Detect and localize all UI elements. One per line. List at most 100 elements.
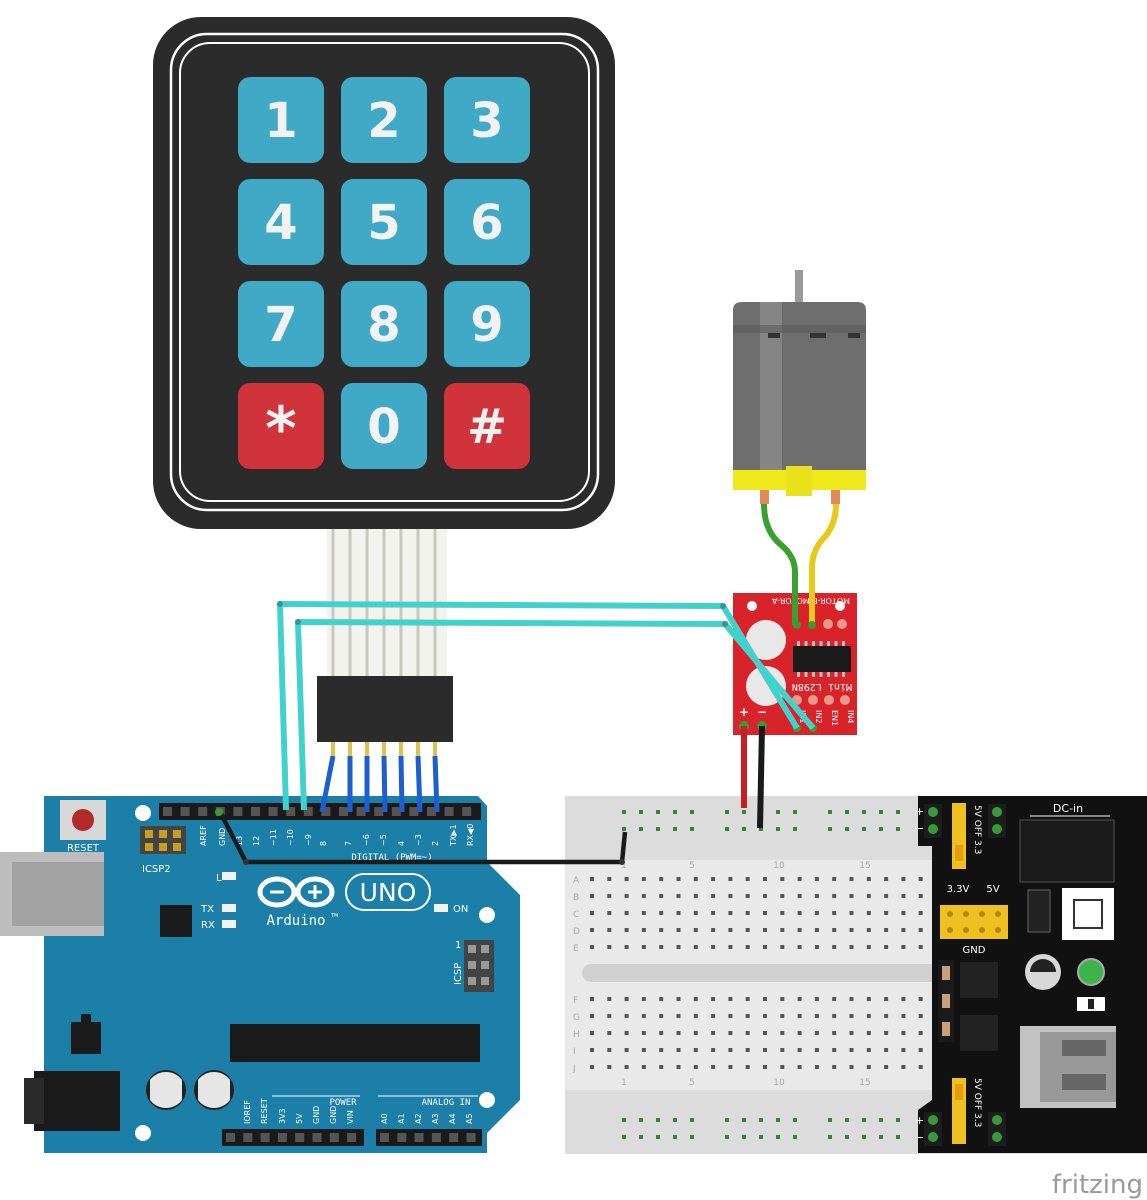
breadboard-hole bbox=[763, 911, 767, 915]
pm-pin bbox=[992, 1132, 1002, 1142]
power-switch[interactable] bbox=[1062, 888, 1114, 940]
breadboard-hole bbox=[797, 1048, 802, 1052]
key-button[interactable] bbox=[341, 77, 427, 163]
reset-button[interactable] bbox=[72, 809, 94, 831]
breadboard-hole bbox=[918, 1065, 923, 1069]
breadboard-hole bbox=[607, 945, 612, 949]
row-label: D bbox=[573, 927, 580, 937]
icsp-pin1-label: 1 bbox=[455, 940, 461, 951]
tx-label: TX bbox=[200, 904, 214, 915]
breadboard-hole bbox=[879, 1118, 883, 1122]
key-button[interactable] bbox=[444, 77, 530, 163]
breadboard-hole bbox=[728, 1014, 733, 1018]
breadboard-hole bbox=[763, 877, 767, 881]
wire-bend bbox=[295, 619, 301, 625]
breadboard-hole bbox=[849, 945, 854, 949]
pm-resistor bbox=[942, 1022, 950, 1036]
l-label: L bbox=[216, 873, 222, 884]
breadboard-hole bbox=[763, 928, 767, 932]
key-button[interactable] bbox=[444, 281, 530, 367]
breadboard-hole bbox=[849, 1065, 854, 1069]
icsp2-pin bbox=[173, 843, 181, 851]
wires bbox=[215, 503, 839, 865]
breadboard-hole bbox=[832, 1031, 837, 1035]
digital-pin-label: 13 bbox=[235, 836, 244, 846]
breadboard-hole bbox=[918, 877, 923, 881]
breadboard-hole bbox=[797, 894, 802, 898]
breadboard-hole bbox=[866, 1014, 871, 1018]
key-button[interactable] bbox=[238, 281, 324, 367]
breadboard-hole bbox=[659, 928, 664, 932]
header-hole bbox=[312, 1133, 322, 1142]
bottom-header-holes bbox=[226, 1133, 476, 1142]
power-module: + − 5V OFF 3.3 DC-in 3.3V 5V GND bbox=[915, 796, 1147, 1153]
usb-out-tongue bbox=[1062, 1074, 1106, 1090]
breadboard-hole bbox=[832, 1014, 837, 1018]
breadboard-hole bbox=[901, 1014, 906, 1018]
logo-ring-left bbox=[257, 876, 297, 908]
regulator-tab bbox=[81, 1014, 91, 1022]
pm-5v-label: 5V bbox=[986, 884, 999, 895]
breadboard-hole bbox=[656, 810, 660, 814]
key-button[interactable] bbox=[238, 383, 324, 469]
key-button[interactable] bbox=[341, 281, 427, 367]
header-hole bbox=[462, 807, 472, 816]
pm-capacitor-mark bbox=[1030, 959, 1056, 972]
breadboard-hole bbox=[607, 1014, 612, 1018]
wire-bend bbox=[243, 859, 249, 865]
breadboard-hole bbox=[624, 877, 629, 881]
breadboard-hole bbox=[622, 810, 626, 814]
breadboard-hole bbox=[728, 997, 733, 1001]
breadboard-hole bbox=[814, 1031, 819, 1035]
output-pin bbox=[947, 927, 953, 933]
breadboard-hole bbox=[607, 911, 612, 915]
key-button[interactable] bbox=[238, 77, 324, 163]
key-button[interactable] bbox=[444, 383, 530, 469]
key-button[interactable] bbox=[238, 179, 324, 265]
breadboard-hole bbox=[624, 1048, 629, 1052]
motor-terminal bbox=[831, 490, 840, 504]
voltage-regulator bbox=[71, 1022, 101, 1054]
breadboard-hole bbox=[728, 1031, 733, 1035]
arduino-brand-label: Arduino bbox=[266, 913, 325, 929]
breadboard-hole bbox=[884, 928, 889, 932]
breadboard-hole bbox=[828, 827, 832, 831]
ic-leg bbox=[804, 641, 808, 646]
pm-resistor bbox=[942, 994, 950, 1008]
header-hole bbox=[295, 1133, 305, 1142]
mount-hole bbox=[135, 1125, 151, 1141]
pm-resistor bbox=[942, 966, 950, 980]
ic-leg bbox=[797, 672, 800, 677]
ribbon-pin bbox=[399, 742, 403, 756]
key-button[interactable] bbox=[444, 179, 530, 265]
breadboard-hole bbox=[814, 997, 819, 1001]
power-switch-button[interactable] bbox=[1073, 899, 1103, 929]
breadboard-hole bbox=[711, 928, 716, 932]
breadboard-hole bbox=[759, 1118, 763, 1122]
breadboard-hole bbox=[693, 1065, 698, 1069]
breadboard-hole bbox=[711, 877, 716, 881]
driver-pin-pad bbox=[808, 695, 818, 705]
jumper-cap[interactable] bbox=[955, 1084, 963, 1100]
header-hole bbox=[163, 807, 172, 816]
header-hole bbox=[356, 807, 366, 816]
uno-badge bbox=[345, 873, 431, 911]
breadboard-hole bbox=[624, 1014, 629, 1018]
key-button[interactable] bbox=[341, 179, 427, 265]
breadboard-hole bbox=[814, 894, 819, 898]
breadboard-hole bbox=[828, 1135, 832, 1139]
header-hole bbox=[226, 1133, 235, 1142]
motor-slot bbox=[768, 333, 780, 338]
breadboard-hole bbox=[918, 1014, 923, 1018]
jumper-cap[interactable] bbox=[955, 845, 963, 861]
breadboard-hole bbox=[639, 810, 643, 814]
key-button[interactable] bbox=[341, 383, 427, 469]
pm-pin bbox=[928, 824, 938, 834]
breadboard-hole bbox=[884, 945, 889, 949]
breadboard-hole bbox=[745, 997, 750, 1001]
analog-pin-label: A2 bbox=[414, 1113, 423, 1124]
breadboard-hole bbox=[780, 945, 785, 949]
breadboard-hole bbox=[590, 1031, 594, 1035]
